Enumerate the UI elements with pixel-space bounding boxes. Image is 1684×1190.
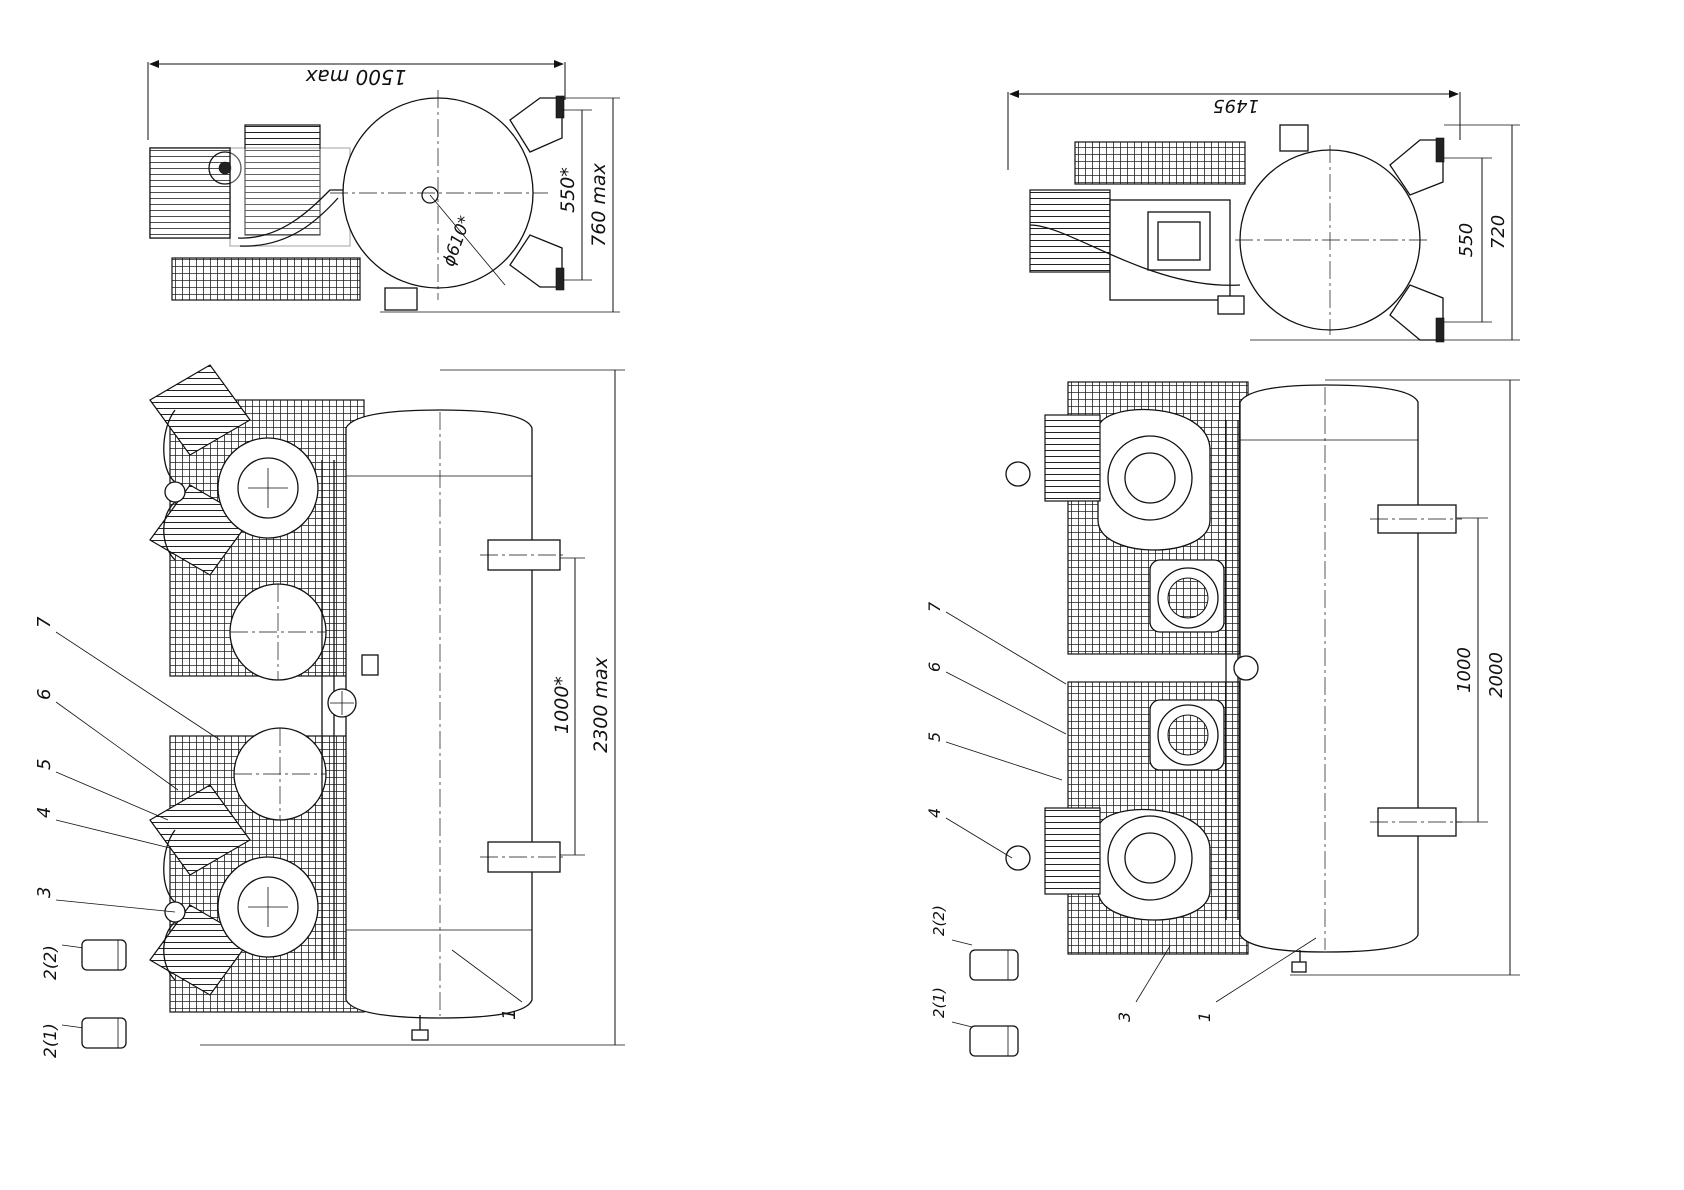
right-drawing: 1495 550 720 <box>925 90 1520 1057</box>
right-callout-4: 4 <box>925 808 944 818</box>
left-callout-2-2: 2(2) <box>41 945 61 980</box>
left-compressor-lower <box>149 727 327 996</box>
right-callout-1: 1 <box>1195 1012 1214 1022</box>
left-callout-7: 7 <box>34 616 55 628</box>
right-part-2-1 <box>969 1025 1019 1057</box>
right-part-2-2 <box>969 949 1019 981</box>
right-callout-5: 5 <box>925 732 944 742</box>
right-callouts: 7 6 5 4 2(2) 2(1) 3 1 <box>925 601 1317 1057</box>
right-dim-foot-pitch: 1000 <box>1454 647 1475 693</box>
right-end-view <box>1029 124 1445 343</box>
right-callout-2-2: 2(2) <box>930 905 948 936</box>
left-part-2-1 <box>81 1017 127 1049</box>
left-part-2-2 <box>81 939 127 971</box>
right-plan-view <box>1005 381 1462 973</box>
left-drawing: 1500 max ϕ610* 550* 760 max <box>34 60 625 1058</box>
left-dim-overall-depth: 760 max <box>588 162 610 246</box>
right-compressor-lower <box>1005 699 1225 921</box>
left-dim-overall-length: 2300 max <box>590 656 612 753</box>
left-plan-view <box>149 364 565 1041</box>
left-callout-4: 4 <box>34 807 55 818</box>
left-dim-top-width: 1500 max <box>305 65 406 89</box>
left-compressor-upper <box>149 364 327 681</box>
right-dim-overall-length: 2000 <box>1486 652 1507 698</box>
left-dim-foot-spacing: 550* <box>557 167 579 213</box>
right-dim-top-width: 1495 <box>1213 95 1259 116</box>
right-callout-3: 3 <box>1115 1012 1134 1022</box>
left-end-view <box>149 90 565 311</box>
left-callout-1: 1 <box>499 1009 520 1020</box>
right-callout-6: 6 <box>925 662 944 672</box>
left-dim-foot-pitch: 1000* <box>551 676 573 734</box>
left-callout-6: 6 <box>34 689 55 700</box>
right-dim-foot-spacing: 550 <box>1456 223 1477 257</box>
left-callout-5: 5 <box>34 759 55 770</box>
left-callouts: 7 6 5 4 3 2(2) 2(1) 1 <box>34 616 523 1058</box>
right-callout-7: 7 <box>925 601 944 612</box>
right-callout-2-1: 2(1) <box>930 987 948 1018</box>
left-callout-2-1: 2(1) <box>41 1023 61 1058</box>
right-compressor-upper <box>1005 408 1225 633</box>
right-dim-overall-depth: 720 <box>1488 215 1509 249</box>
left-callout-3: 3 <box>34 887 55 898</box>
